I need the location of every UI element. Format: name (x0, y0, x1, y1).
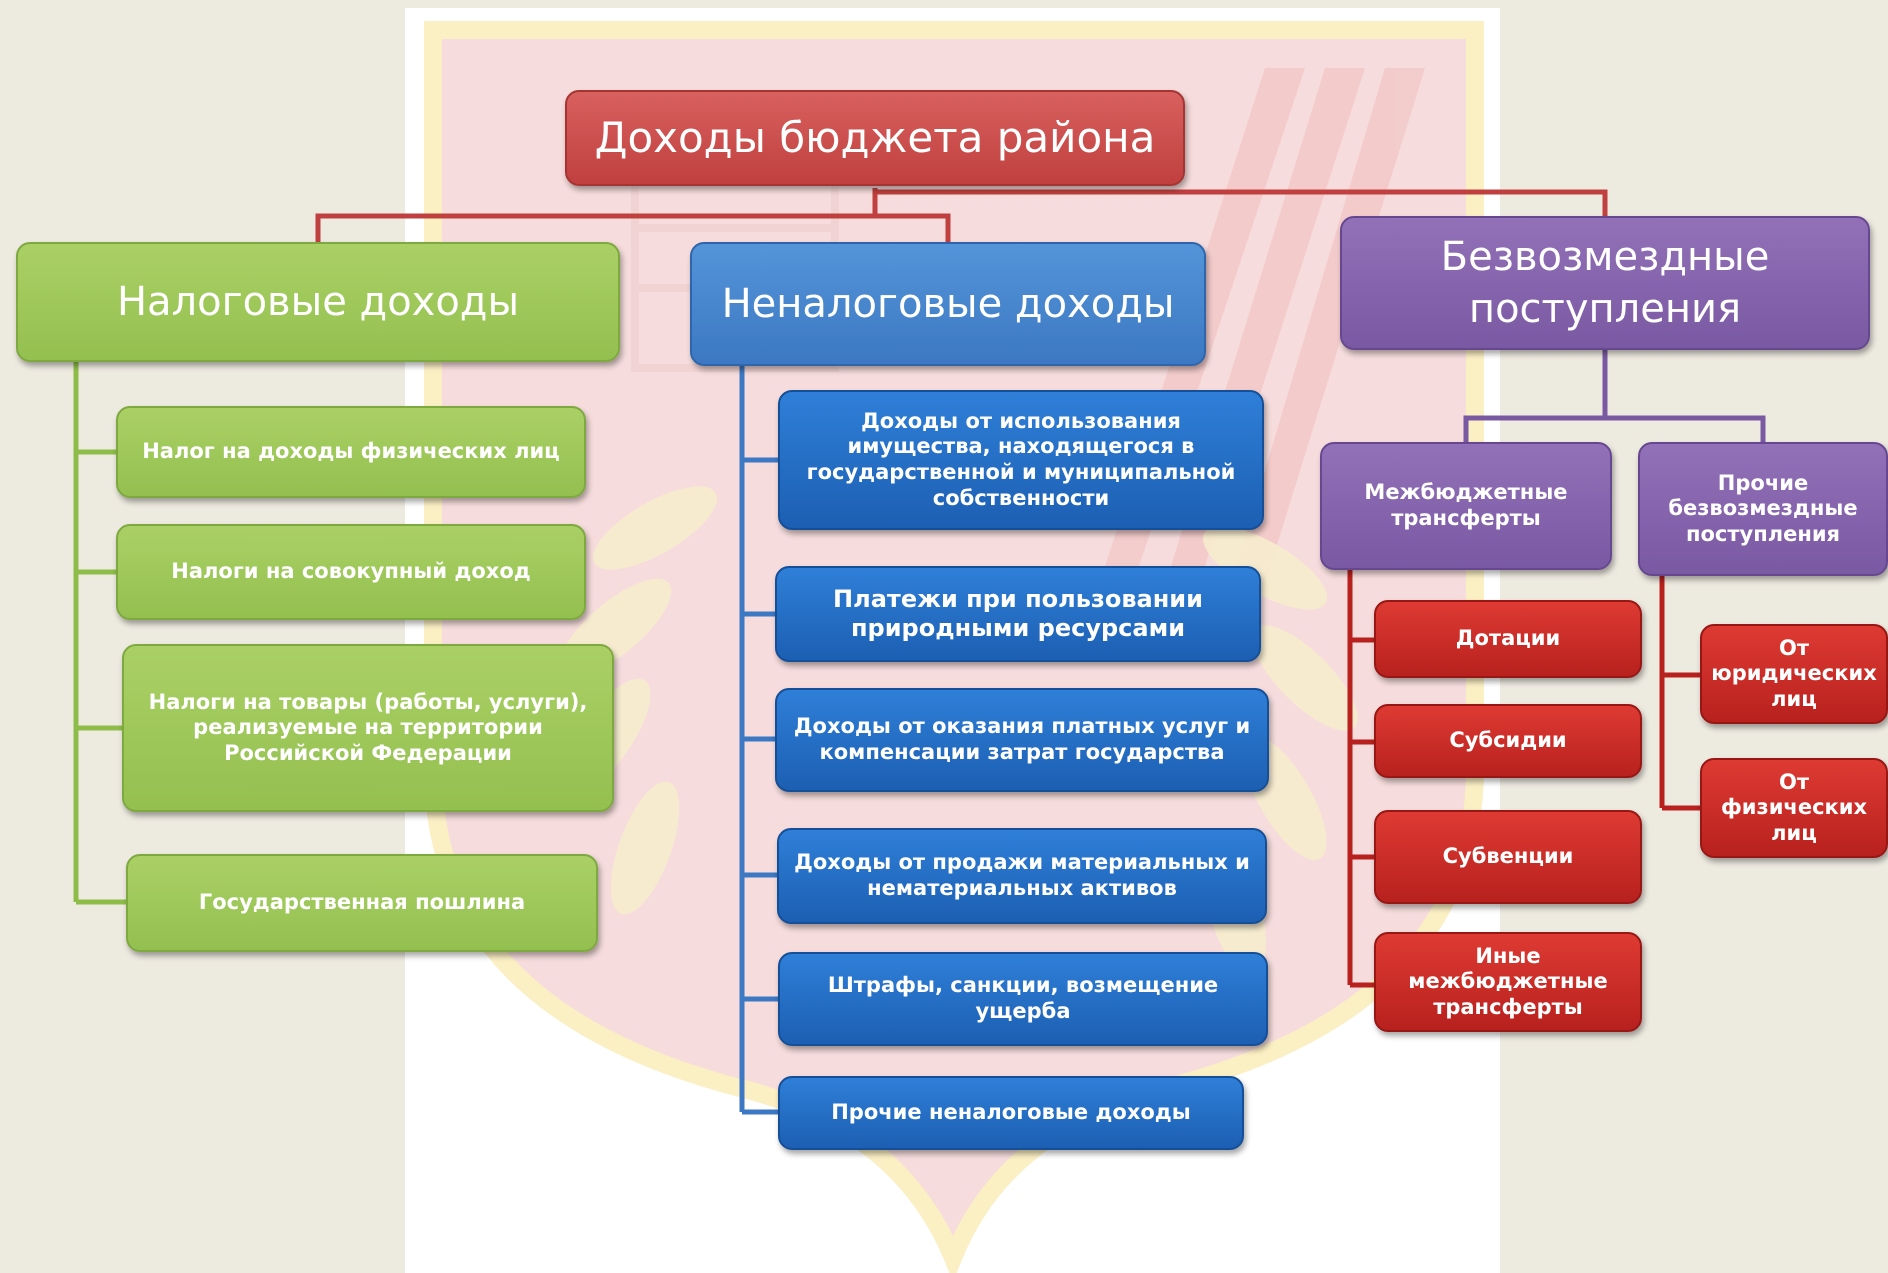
other-item-individuals: От физических лиц (1700, 758, 1888, 858)
transfer-item-subventions: Субвенции (1374, 810, 1642, 904)
nontax-revenue-node: Неналоговые доходы (690, 242, 1206, 366)
nontax-item-asset-sales: Доходы от продажи материальных и нематер… (777, 828, 1267, 924)
transfer-item-other: Иные межбюджетные трансферты (1374, 932, 1642, 1032)
tax-item-state-duty: Государственная пошлина (126, 854, 598, 952)
other-item-legal-entities: От юридических лиц (1700, 624, 1888, 724)
root-node: Доходы бюджета района (565, 90, 1185, 186)
tax-item-goods-services: Налоги на товары (работы, услуги), реали… (122, 644, 614, 812)
intergovernmental-transfers-node: Межбюджетные трансферты (1320, 442, 1612, 570)
tax-item-personal-income: Налог на доходы физических лиц (116, 406, 586, 498)
nontax-item-property-use: Доходы от использования имущества, наход… (778, 390, 1264, 530)
tax-item-aggregate-income: Налоги на совокупный доход (116, 524, 586, 620)
nontax-item-other: Прочие неналоговые доходы (778, 1076, 1244, 1150)
tax-revenue-node: Налоговые доходы (16, 242, 620, 362)
transfer-item-grants: Дотации (1374, 600, 1642, 678)
nontax-item-paid-services: Доходы от оказания платных услуг и компе… (775, 688, 1269, 792)
nontax-item-fines: Штрафы, санкции, возмещение ущерба (778, 952, 1268, 1046)
transfer-item-subsidies: Субсидии (1374, 704, 1642, 778)
gratuitous-receipts-node: Безвозмездные поступления (1340, 216, 1870, 350)
nontax-item-natural-resources: Платежи при пользовании природными ресур… (775, 566, 1261, 662)
other-gratuitous-node: Прочие безвозмездные поступления (1638, 442, 1888, 576)
